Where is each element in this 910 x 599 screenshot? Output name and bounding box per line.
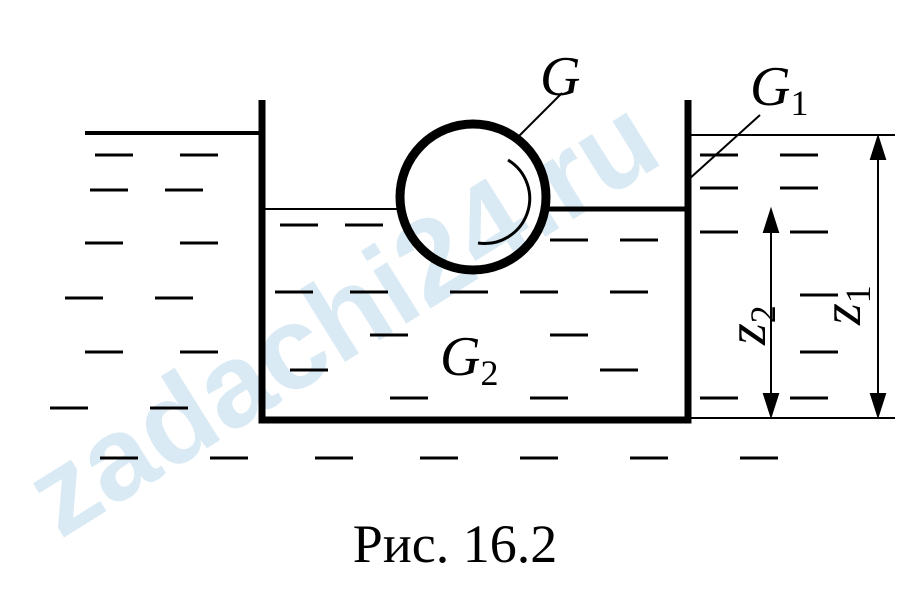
vessel xyxy=(85,92,895,424)
label-g2: G2 xyxy=(440,326,498,393)
g1-leader xyxy=(687,114,761,181)
ball-inner-arc xyxy=(477,158,532,245)
g-leader xyxy=(514,92,563,141)
container-walls xyxy=(258,100,692,424)
label-z2: z2 xyxy=(716,305,783,346)
label-g1: G1 xyxy=(750,56,808,123)
label-g: G xyxy=(540,46,580,108)
figure-caption: Рис. 16.2 xyxy=(353,514,557,574)
label-z1: z1 xyxy=(811,285,878,326)
water-hatching xyxy=(50,153,838,460)
dimensions xyxy=(762,133,887,420)
watermark: zadachi24.ru xyxy=(4,71,680,562)
ball xyxy=(395,119,551,275)
